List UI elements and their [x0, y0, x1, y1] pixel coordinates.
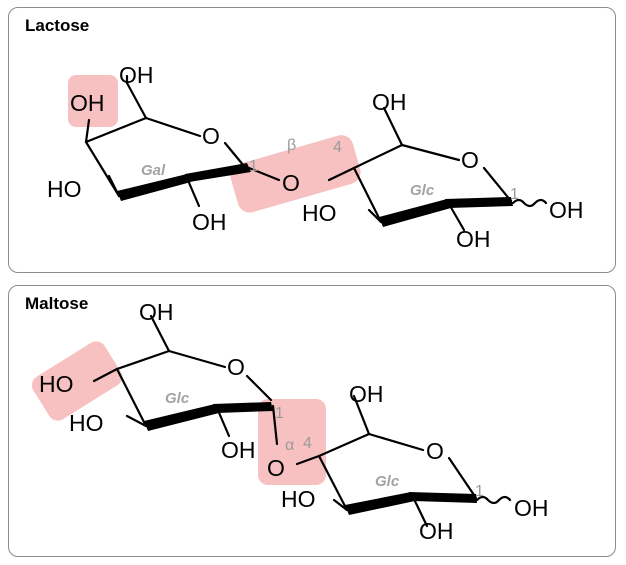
glc1-c3-ho: HO — [69, 410, 104, 436]
glc-c3-ho: HO — [302, 200, 337, 226]
maltose-title: Maltose — [25, 294, 89, 313]
glc-c1-oh: OH — [549, 197, 584, 223]
maltose-panel: Maltose — [8, 285, 616, 557]
lactose-glc-ring — [327, 106, 548, 232]
maltose-glc1-ring — [92, 314, 279, 446]
wavy-bond-maltose — [475, 495, 512, 505]
glc2-c3-ho: HO — [281, 486, 316, 512]
maltose-structure: OH O HO HO OH O OH O HO OH OH Glc Glc 1 … — [31, 299, 549, 544]
maltose-anomeric-1-label: 1 — [475, 483, 484, 500]
anomeric-1-label: 1 — [510, 186, 519, 203]
maltose-position-1-label: 1 — [275, 405, 284, 422]
glc1-ring-label: Glc — [165, 390, 190, 407]
alpha-linkage-label: α — [285, 437, 294, 454]
glc-c6-oh: OH — [372, 89, 407, 115]
gal-ring-label: Gal — [141, 162, 166, 179]
maltose-glycosidic-oxygen: O — [267, 455, 285, 481]
lactose-panel: Lactose — [8, 7, 616, 273]
gal-c2-oh: OH — [192, 209, 227, 235]
glc2-ring-oxygen: O — [426, 438, 444, 464]
glc2-ring-label: Glc — [375, 473, 400, 490]
maltose-oh4-highlight — [31, 341, 123, 421]
glc1-c6-oh: OH — [139, 299, 174, 325]
gal-c4-oh: OH — [70, 90, 105, 116]
gal-c3-ho: HO — [47, 176, 82, 202]
glc2-c1-oh: OH — [514, 495, 549, 521]
maltose-glc2-ring — [295, 394, 512, 528]
lactose-glycosidic-highlight — [230, 135, 361, 213]
lactose-oh4-highlight — [68, 75, 118, 127]
wavy-bond — [511, 198, 548, 208]
lactose-structure: OH OH O HO OH O OH O HO OH OH Gal Glc 1 … — [47, 62, 584, 252]
lactose-title: Lactose — [25, 16, 90, 35]
glycosidic-oxygen: O — [282, 170, 300, 196]
position-4-label: 4 — [333, 139, 342, 156]
glc2-c2-oh: OH — [419, 518, 454, 544]
glc1-c2-oh: OH — [221, 437, 256, 463]
glc-c2-oh: OH — [456, 226, 491, 252]
position-1-label: 1 — [249, 158, 258, 175]
gal-c6-oh: OH — [119, 62, 154, 88]
beta-linkage-label: β — [287, 137, 296, 154]
glc2-c6-oh: OH — [349, 381, 384, 407]
gal-ring — [84, 74, 281, 208]
glc1-ring-oxygen: O — [227, 354, 245, 380]
gal-ring-oxygen: O — [202, 123, 220, 149]
maltose-position-4-label: 4 — [303, 435, 312, 452]
glc-ring-label: Glc — [410, 182, 435, 199]
glc1-c4-ho: HO — [39, 371, 74, 397]
glc-ring-oxygen: O — [461, 147, 479, 173]
